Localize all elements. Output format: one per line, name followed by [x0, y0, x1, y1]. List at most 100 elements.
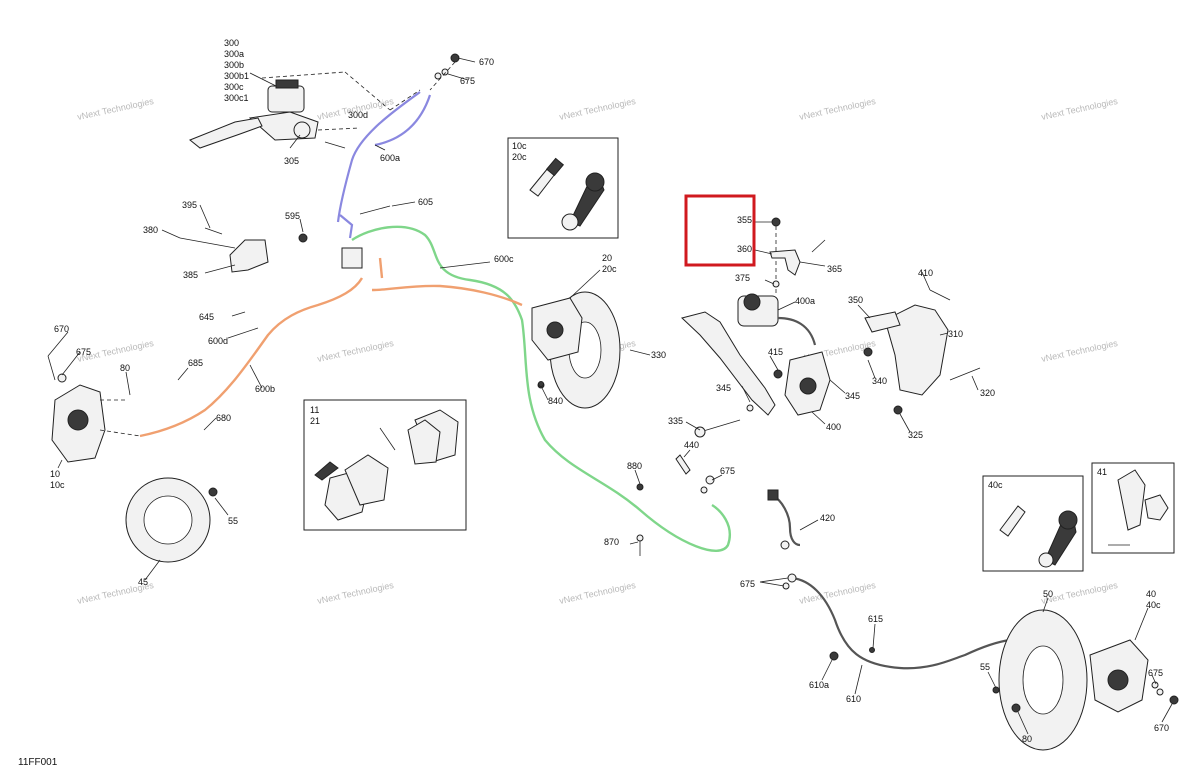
callout-45: 45	[138, 577, 148, 587]
callout-595: 595	[285, 211, 300, 221]
callout-870: 870	[604, 537, 619, 547]
watermark: vNext Technologies	[1040, 96, 1119, 122]
caliper-mid-20	[531, 291, 621, 409]
callout-335: 335	[668, 416, 683, 426]
hose-610	[791, 576, 1011, 670]
callout-labels: 300 300a 300b 300b1 300c 300c1 300d 305 …	[50, 38, 1169, 744]
callout-610a: 610a	[809, 680, 829, 690]
callout-670-right: 670	[1154, 723, 1169, 733]
callout-80-left: 80	[120, 363, 130, 373]
callout-80-right: 80	[1022, 734, 1032, 744]
callout-670-top: 670	[479, 57, 494, 67]
callout-40: 40	[1146, 589, 1156, 599]
callout-685: 685	[188, 358, 203, 368]
sensor-420	[767, 489, 801, 590]
callout-600d: 600d	[208, 336, 228, 346]
callout-600b: 600b	[255, 384, 275, 394]
callout-395: 395	[182, 200, 197, 210]
callout-300b: 300b	[224, 60, 244, 70]
watermark: vNext Technologies	[798, 96, 877, 122]
diagram-code: 11FF001	[18, 757, 58, 768]
master-cylinder-300	[189, 71, 421, 149]
highlight-box-355-360	[684, 194, 756, 267]
callout-320: 320	[980, 388, 995, 398]
callout-345-a: 345	[845, 391, 860, 401]
leader-lines	[47, 57, 1173, 735]
callout-41: 41	[1097, 467, 1107, 477]
callout-40c: 40c	[988, 480, 1003, 490]
callout-300c: 300c	[224, 82, 244, 92]
callout-300b1: 300b1	[224, 71, 249, 81]
callout-380: 380	[143, 225, 158, 235]
callout-610: 610	[846, 694, 861, 704]
hose-600b	[139, 257, 523, 438]
watermark: vNext Technologies	[558, 96, 637, 122]
callout-360: 360	[737, 244, 752, 254]
callout-50: 50	[1043, 589, 1053, 599]
watermark: vNext Technologies	[76, 96, 155, 122]
mid-fittings	[538, 381, 715, 556]
callout-675-mid: 675	[720, 466, 735, 476]
hose-600c	[351, 225, 731, 552]
callout-400a: 400a	[795, 296, 815, 306]
callout-440: 440	[684, 440, 699, 450]
callout-615: 615	[868, 614, 883, 624]
fitting-670-675-top	[429, 53, 460, 91]
inset-brake-pads-11-21	[303, 399, 467, 531]
callout-670-left: 670	[54, 324, 69, 334]
bolt-355-bracket-360	[769, 217, 826, 295]
callout-310: 310	[948, 329, 963, 339]
inset-bleeder-10c-20c	[507, 137, 619, 239]
callout-645: 645	[199, 312, 214, 322]
callout-365: 365	[827, 264, 842, 274]
watermark: vNext Technologies	[316, 580, 395, 606]
callout-20c-main: 20c	[602, 264, 617, 274]
callout-55-right: 55	[980, 662, 990, 672]
callout-345-b: 345	[716, 383, 731, 393]
callout-880: 880	[627, 461, 642, 471]
callout-680: 680	[216, 413, 231, 423]
callout-385: 385	[183, 270, 198, 280]
watermark: vNext Technologies	[558, 580, 637, 606]
callout-600c: 600c	[494, 254, 514, 264]
callout-10c: 10c	[512, 141, 527, 151]
callout-10: 10	[50, 469, 60, 479]
callout-10c-main: 10c	[50, 480, 65, 490]
brake-pedal-assembly	[681, 293, 831, 438]
callout-40c-main: 40c	[1146, 600, 1161, 610]
callout-675-top: 675	[460, 76, 475, 86]
callout-300d: 300d	[348, 110, 368, 120]
callout-420: 420	[820, 513, 835, 523]
bracket-385	[179, 227, 269, 273]
watermark: vNext Technologies	[316, 338, 395, 364]
rotor-45	[125, 477, 218, 563]
callout-11: 11	[310, 405, 319, 415]
callout-20: 20	[602, 253, 612, 263]
callout-675-low: 675	[740, 579, 755, 589]
callout-340: 340	[872, 376, 887, 386]
callout-300c1: 300c1	[224, 93, 249, 103]
callout-55-left: 55	[228, 516, 238, 526]
callout-300: 300	[224, 38, 239, 48]
callout-400: 400	[826, 422, 841, 432]
inset-brake-pads-41	[1091, 462, 1175, 554]
bracket-310	[863, 289, 981, 415]
callout-20c: 20c	[512, 152, 527, 162]
callout-605: 605	[418, 197, 433, 207]
callout-840: 840	[548, 396, 563, 406]
callout-600a: 600a	[380, 153, 400, 163]
callout-330: 330	[651, 350, 666, 360]
callout-375: 375	[735, 273, 750, 283]
callout-410: 410	[918, 268, 933, 278]
callout-675-right: 675	[1148, 668, 1163, 678]
callout-350: 350	[848, 295, 863, 305]
callout-21: 21	[310, 416, 320, 426]
inset-bleeder-40c	[982, 475, 1084, 572]
callout-305: 305	[284, 156, 299, 166]
caliper-left-10	[47, 355, 141, 463]
hose-600a	[336, 91, 432, 239]
callout-415: 415	[768, 347, 783, 357]
callout-300a: 300a	[224, 49, 244, 59]
callout-675-left: 675	[76, 347, 91, 357]
